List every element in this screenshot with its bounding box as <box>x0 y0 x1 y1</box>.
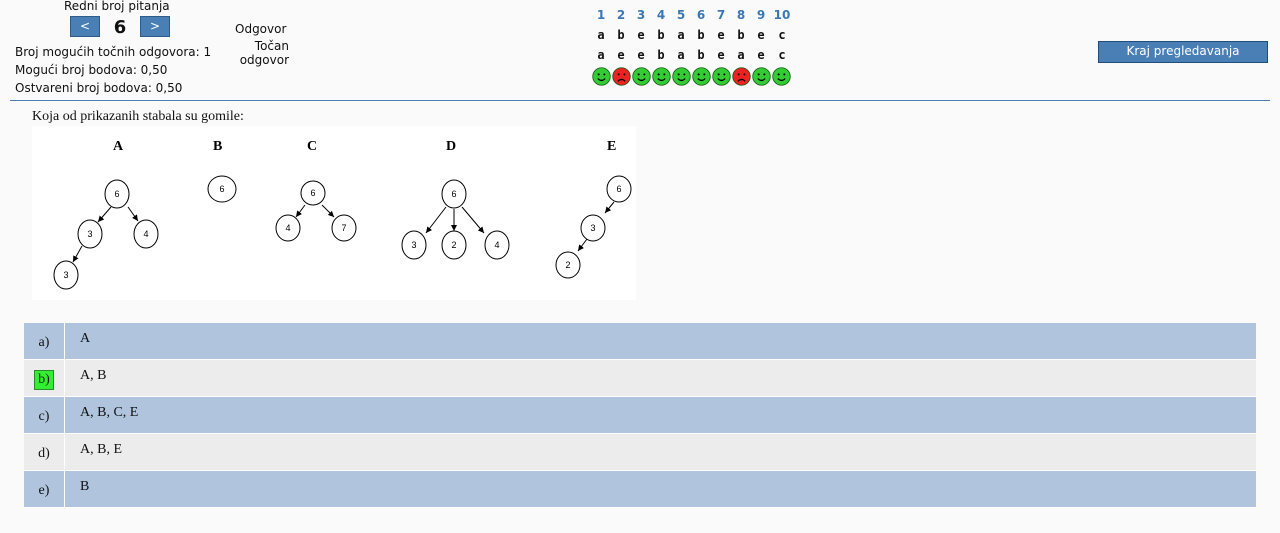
question-link-4[interactable]: 4 <box>656 8 666 22</box>
question-link-10[interactable]: 10 <box>773 8 791 22</box>
answer-option-b[interactable]: b) A, B <box>24 360 1256 397</box>
correct-answer-9: e <box>757 48 765 62</box>
answer-text: A, B, C, E <box>80 405 139 420</box>
happy-face-icon <box>711 66 731 86</box>
question-link-2[interactable]: 2 <box>616 8 626 22</box>
tree-label-c: C <box>307 139 317 154</box>
tree-label-b: B <box>213 139 222 154</box>
correct-label-line1: Točan <box>254 39 289 53</box>
header-divider <box>10 100 1270 101</box>
happy-face-icon <box>771 66 791 86</box>
answer-text: A <box>80 331 91 346</box>
given-answer-4: b <box>657 28 665 42</box>
given-answer-9: e <box>757 28 765 42</box>
node-a-leaf: 3 <box>63 270 68 280</box>
given-answer-7: e <box>717 28 725 42</box>
question-link-7[interactable]: 7 <box>716 8 726 22</box>
correct-label-line2: odgovor <box>239 53 289 67</box>
node-e-root: 6 <box>616 184 621 194</box>
given-answer-1: a <box>597 28 605 42</box>
given-answer-2: b <box>617 28 625 42</box>
given-answer-5: a <box>677 28 685 42</box>
node-c-root: 6 <box>310 188 315 198</box>
achieved-points: Ostvareni broj bodova: 0,50 <box>15 81 183 95</box>
trees-figure: A B C D E <box>32 126 636 300</box>
answer-row-label: Odgovor <box>235 22 287 36</box>
correct-answer-3: e <box>637 48 645 62</box>
question-text: Koja od prikazanih stabala su gomile: <box>32 109 244 124</box>
correct-answer-2: e <box>617 48 625 62</box>
answer-text: A, B <box>80 368 107 383</box>
given-answer-10: c <box>778 28 786 42</box>
answer-letter-selected: b) <box>24 360 65 396</box>
node-b-root: 6 <box>219 184 224 194</box>
question-link-3[interactable]: 3 <box>636 8 646 22</box>
previous-question-button[interactable]: < <box>70 16 100 37</box>
node-a-left: 3 <box>87 229 92 239</box>
trees-diagram: A B C D E <box>53 139 632 290</box>
current-question-number: 6 <box>113 17 127 38</box>
answer-text: B <box>80 479 90 494</box>
node-d-right: 4 <box>494 240 499 250</box>
tree-label-e: E <box>607 139 616 154</box>
question-link-8[interactable]: 8 <box>736 8 746 22</box>
answer-letter: a) <box>24 323 65 359</box>
node-a-right: 4 <box>143 229 148 239</box>
answer-option-a[interactable]: a) A <box>24 323 1256 360</box>
possible-correct-answers: Broj mogućih točnih odgovora: 1 <box>15 45 212 59</box>
answer-letter: e) <box>24 471 65 507</box>
correct-answer-row-label: Točan odgovor <box>237 39 289 67</box>
question-link-9[interactable]: 9 <box>756 8 766 22</box>
possible-points: Mogući broj bodova: 0,50 <box>15 63 168 77</box>
node-e-child: 3 <box>590 223 595 233</box>
answer-letter: c) <box>24 397 65 433</box>
node-d-left: 3 <box>411 240 416 250</box>
happy-face-icon <box>591 66 611 86</box>
node-d-middle: 2 <box>451 240 456 250</box>
happy-face-icon <box>631 66 651 86</box>
correct-answer-5: a <box>677 48 685 62</box>
happy-face-icon <box>691 66 711 86</box>
correct-answer-1: a <box>597 48 605 62</box>
happy-face-icon <box>651 66 671 86</box>
correct-answer-10: c <box>778 48 786 62</box>
tree-label-d: D <box>446 139 456 154</box>
node-e-leaf: 2 <box>565 260 570 270</box>
question-link-6[interactable]: 6 <box>696 8 706 22</box>
happy-face-icon <box>671 66 691 86</box>
given-answer-8: b <box>737 28 745 42</box>
end-review-button[interactable]: Kraj pregledavanja <box>1098 41 1268 63</box>
correct-answer-7: e <box>717 48 725 62</box>
answer-option-c[interactable]: c) A, B, C, E <box>24 397 1256 434</box>
node-a-root: 6 <box>114 189 119 199</box>
answer-options: a) A b) A, B c) A, B, C, E d) A, B, E e)… <box>24 323 1256 508</box>
given-answer-6: b <box>697 28 705 42</box>
result-icons-row <box>591 66 793 86</box>
answer-option-d[interactable]: d) A, B, E <box>24 434 1256 471</box>
sad-face-icon <box>731 66 751 86</box>
correct-answer-4: b <box>657 48 665 62</box>
node-d-root: 6 <box>451 189 456 199</box>
question-link-1[interactable]: 1 <box>596 8 606 22</box>
correct-answer-6: b <box>697 48 705 62</box>
question-number-label: Redni broj pitanja <box>64 0 170 13</box>
correct-answer-8: a <box>737 48 745 62</box>
given-answer-3: e <box>637 28 645 42</box>
next-question-button[interactable]: > <box>140 16 170 37</box>
answer-text: A, B, E <box>80 442 122 457</box>
node-c-left: 4 <box>285 223 290 233</box>
answer-letter: d) <box>24 434 65 470</box>
sad-face-icon <box>611 66 631 86</box>
happy-face-icon <box>751 66 771 86</box>
question-link-5[interactable]: 5 <box>676 8 686 22</box>
node-c-right: 7 <box>341 223 346 233</box>
answer-option-e[interactable]: e) B <box>24 471 1256 508</box>
tree-label-a: A <box>113 139 124 154</box>
